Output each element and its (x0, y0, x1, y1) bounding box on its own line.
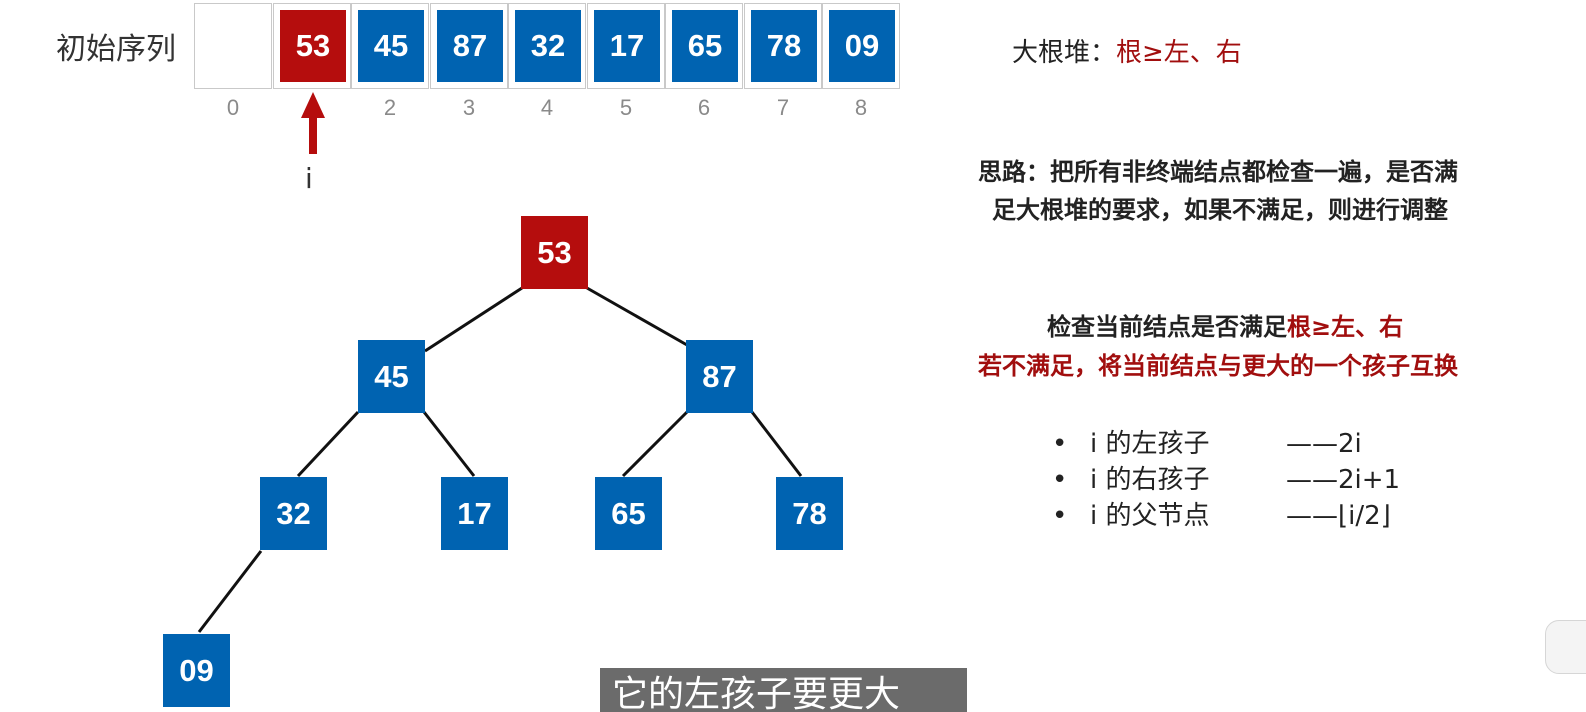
array-value: 87 (437, 10, 503, 82)
tree-node: 17 (441, 477, 508, 550)
array-index-label: 6 (697, 95, 711, 120)
check-prefix: 检查当前结点是否满足 (1047, 313, 1287, 341)
heap-definition: 大根堆：根≥左、右 (1012, 36, 1242, 70)
tree-node: 78 (776, 477, 843, 550)
bullet-formula: ——2i+1 (1286, 465, 1401, 495)
array-cell (194, 3, 272, 89)
array-cell: 45 (351, 3, 429, 89)
array-value: 32 (515, 10, 581, 82)
sequence-label: 初始序列 (56, 32, 176, 67)
bullet-label: i 的右孩子 (1090, 465, 1210, 495)
tree-node-root: 53 (521, 216, 588, 289)
array-index-label: 2 (383, 95, 397, 120)
array-cell: 65 (665, 3, 743, 89)
array-value: 45 (358, 10, 424, 82)
array-index-label: 7 (776, 95, 790, 120)
array-cell: 87 (430, 3, 508, 89)
bullet-dot: • (1052, 429, 1068, 459)
array-value: 53 (280, 10, 346, 82)
edge-45-32 (296, 410, 360, 478)
array-cell: 09 (822, 3, 900, 89)
edge-53-45 (424, 286, 523, 353)
bullet-dot: • (1052, 465, 1068, 495)
swap-line: 若不满足，将当前结点与更大的一个孩子互换 (978, 352, 1458, 380)
bullet-dot: • (1052, 501, 1068, 531)
pointer-arrow-shaft (309, 116, 317, 154)
tree-node: 87 (686, 340, 753, 413)
pointer-arrow-head (301, 92, 325, 118)
edge-53-87 (586, 286, 688, 347)
array-cell: 53 (273, 3, 351, 89)
array-cell: 32 (508, 3, 586, 89)
array-value: 78 (751, 10, 817, 82)
idea-line-1: 思路：把所有非终端结点都检查一遍，是否满 (978, 158, 1458, 186)
array-value: 17 (594, 10, 660, 82)
pointer-arrow (301, 92, 325, 154)
tree-node: 65 (595, 477, 662, 550)
array-cell: 78 (744, 3, 822, 89)
check-rule: 根≥左、右 (1287, 313, 1404, 341)
array-value: 65 (672, 10, 738, 82)
edge-45-17 (422, 411, 476, 477)
side-widget-button[interactable] (1545, 620, 1586, 674)
array-index-label: 8 (854, 95, 868, 120)
bullet-label: i 的父节点 (1090, 501, 1210, 531)
edge-32-09 (197, 550, 263, 633)
array-index-label: 4 (540, 95, 554, 120)
edge-87-65 (621, 410, 689, 478)
bullet-formula: ——2i (1286, 429, 1362, 459)
bullet-formula: ——⌊i/2⌋ (1286, 501, 1391, 531)
heap-definition-prefix: 大根堆： (1012, 38, 1117, 68)
tree-node: 45 (358, 340, 425, 413)
heap-definition-rule: 根≥左、右 (1116, 38, 1242, 68)
array-index-label: 0 (226, 95, 240, 120)
pointer-label: i (305, 162, 313, 195)
edge-87-78 (750, 411, 803, 477)
array-value: 09 (829, 10, 895, 82)
tree-node: 32 (260, 477, 327, 550)
array-cell: 17 (587, 3, 665, 89)
idea-line-2: 足大根堆的要求，如果不满足，则进行调整 (992, 196, 1448, 224)
bullet-label: i 的左孩子 (1090, 429, 1210, 459)
video-subtitle: 它的左孩子要更大 (600, 668, 967, 712)
check-line: 检查当前结点是否满足根≥左、右 (1047, 310, 1403, 344)
array-index-label: 3 (462, 95, 476, 120)
tree-node: 09 (163, 634, 230, 707)
array-index-label: 5 (619, 95, 633, 120)
